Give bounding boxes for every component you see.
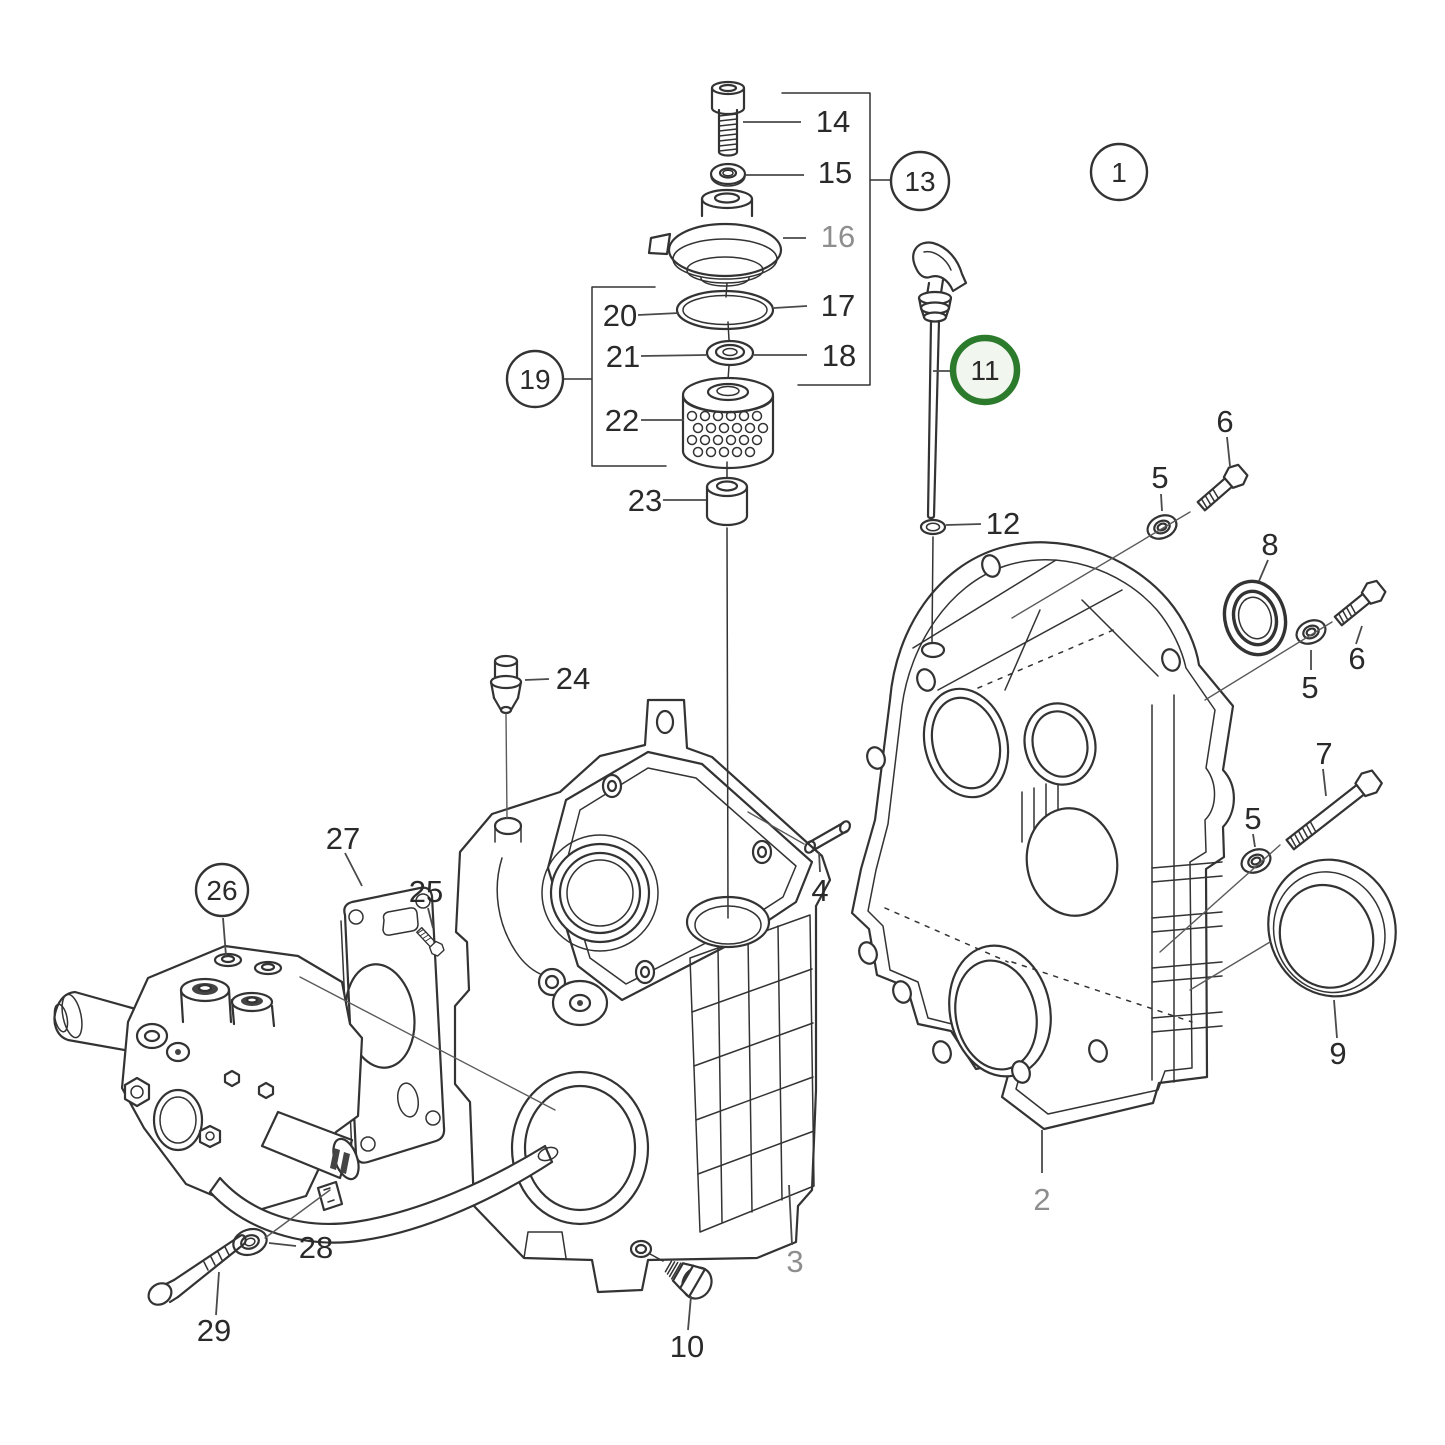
group-bracket-13 <box>781 92 892 386</box>
flange-bolt-mid <box>1333 579 1387 627</box>
callout-6-2[interactable]: 6 <box>1348 641 1365 676</box>
filter-element <box>681 376 775 470</box>
filter-seal-washer <box>705 339 755 367</box>
callout-circle-11-selected[interactable]: 11 <box>949 334 1021 406</box>
callout-18[interactable]: 18 <box>822 338 856 373</box>
timing-gear-cover-part <box>850 541 1235 1131</box>
svg-text:11: 11 <box>970 355 999 386</box>
svg-text:13: 13 <box>904 166 935 197</box>
callout-14[interactable]: 14 <box>816 104 850 139</box>
callout-29[interactable]: 29 <box>197 1313 231 1348</box>
callout-12[interactable]: 12 <box>986 506 1020 541</box>
svg-text:1: 1 <box>1111 157 1127 188</box>
oil-pressure-switch <box>489 654 523 715</box>
oil-filter-assembly <box>562 80 892 919</box>
gear-housing-part <box>453 698 832 1294</box>
callout-22[interactable]: 22 <box>605 403 639 438</box>
housing-gasket <box>340 886 446 1164</box>
filter-washer <box>709 162 747 187</box>
washer-upper <box>1146 514 1178 540</box>
callout-20[interactable]: 20 <box>603 298 637 333</box>
callout-10[interactable]: 10 <box>670 1329 704 1364</box>
callout-8[interactable]: 8 <box>1261 527 1278 562</box>
mount-bolt <box>147 1234 247 1306</box>
callout-7[interactable]: 7 <box>1315 736 1332 771</box>
long-bolt <box>1285 769 1383 851</box>
callout-21[interactable]: 21 <box>606 339 640 374</box>
callout-23[interactable]: 23 <box>628 483 662 518</box>
callout-17[interactable]: 17 <box>821 288 855 323</box>
svg-text:26: 26 <box>206 875 237 906</box>
leader-lines <box>215 121 1363 1331</box>
filter-bolt <box>710 80 746 157</box>
callout-2[interactable]: 2 <box>1033 1182 1050 1217</box>
pump-valve-block <box>53 944 559 1244</box>
callout-27[interactable]: 27 <box>326 821 360 856</box>
callout-5-3[interactable]: 5 <box>1244 801 1261 836</box>
callout-circle-19[interactable]: 19 <box>505 349 565 409</box>
oil-dipstick <box>912 241 968 643</box>
callout-28[interactable]: 28 <box>299 1230 333 1265</box>
dowel-pin <box>803 820 852 854</box>
callout-6[interactable]: 6 <box>1216 404 1233 439</box>
callout-24[interactable]: 24 <box>556 661 590 696</box>
filter-o-ring <box>675 289 775 331</box>
dipstick-o-ring <box>919 518 947 536</box>
gasket-bolt <box>416 926 445 957</box>
group-bracket-19 <box>562 286 667 467</box>
filter-bushing <box>705 476 749 527</box>
callout-circle-26[interactable]: 26 <box>194 862 250 918</box>
alignment-lines <box>264 511 1333 1239</box>
callout-5-2[interactable]: 5 <box>1301 670 1318 705</box>
callout-15[interactable]: 15 <box>818 155 852 190</box>
callout-4[interactable]: 4 <box>811 873 828 908</box>
flange-bolt-upper <box>1196 463 1249 512</box>
shaft-seal-large <box>1267 858 1397 998</box>
callout-9[interactable]: 9 <box>1329 1036 1346 1071</box>
filter-cap <box>647 188 783 287</box>
callout-25[interactable]: 25 <box>409 874 443 909</box>
callout-16[interactable]: 16 <box>821 219 855 254</box>
callout-5[interactable]: 5 <box>1151 460 1168 495</box>
callout-3[interactable]: 3 <box>786 1244 803 1279</box>
washer-lower <box>1240 848 1272 874</box>
callout-circle-13[interactable]: 13 <box>889 150 951 212</box>
svg-text:19: 19 <box>519 364 550 395</box>
callout-circle-1[interactable]: 1 <box>1089 142 1149 202</box>
drain-plug <box>649 1253 713 1300</box>
shaft-seal-small <box>1222 579 1288 657</box>
